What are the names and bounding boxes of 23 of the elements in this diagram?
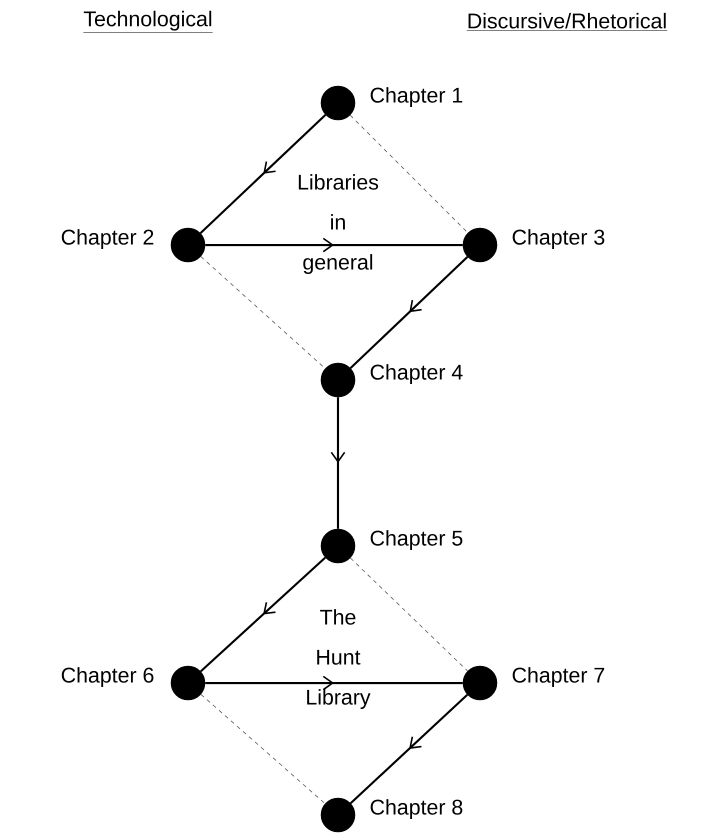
connector-line [350,558,468,672]
dot [170,666,206,700]
chapter-label: Chapter 6 [62,667,154,687]
connector-line [350,114,468,234]
column-heading: Technological [83,10,213,33]
chapter-label: Chapter 8 [370,799,462,819]
chapter-label: Chapter 4 [370,364,463,384]
dot [320,86,356,120]
section-label: Libraries in general [298,174,378,274]
chapter-label: Chapter 7 [512,667,604,687]
column-heading: Discursive/Rhetorical [466,12,668,31]
dot [462,228,498,262]
section-label: The Hunt Library [307,609,371,709]
chapter-label: Chapter 3 [512,229,604,249]
chapter-label: Chapter 1 [370,87,462,107]
dot [320,362,356,398]
dot [320,798,356,832]
chapter-label: Chapter 5 [370,530,462,550]
dot [462,666,498,700]
connector-line [200,694,326,804]
dot [320,528,356,564]
dot [170,228,206,262]
chapter-label: Chapter 2 [62,229,154,249]
